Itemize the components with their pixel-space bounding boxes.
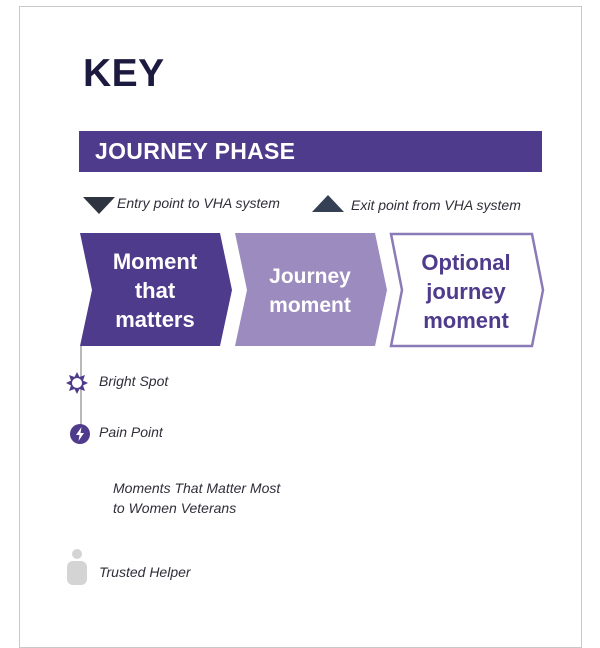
chevron-optional-journey-moment (389, 232, 545, 348)
trusted-helper-label: Trusted Helper (99, 564, 191, 580)
moments-matter-most-label: Moments That Matter Most to Women Vetera… (113, 478, 280, 518)
moments-matter-most-line-1: Moments That Matter Most (113, 480, 281, 496)
entry-point-label: Entry point to VHA system (117, 195, 280, 211)
bright-spot-label: Bright Spot (99, 373, 169, 389)
chevron-journey-moment (235, 233, 387, 346)
person-icon (67, 549, 87, 585)
exit-point-label: Exit point from VHA system (351, 197, 521, 213)
chevron-label-journey-moment: Journey moment (269, 265, 351, 317)
pain-point-label: Pain Point (99, 424, 163, 440)
triangle-down-icon (83, 197, 115, 214)
sun-icon (66, 372, 88, 394)
triangle-up-icon (312, 195, 344, 212)
chevron-row (80, 232, 545, 348)
chevron-label-optional-journey-moment: Optional journey moment (421, 250, 511, 333)
journey-phase-bar: JOURNEY PHASE (79, 131, 542, 172)
key-title: KEY (83, 52, 165, 95)
chevron-moment-that-matters (80, 233, 232, 346)
chevron-label-moment-that-matters: Moment that matters (112, 249, 198, 332)
lightning-bolt-icon (70, 424, 90, 444)
journey-phase-label: JOURNEY PHASE (95, 138, 296, 164)
moments-matter-most-line-2: to Women Veterans (113, 500, 237, 516)
